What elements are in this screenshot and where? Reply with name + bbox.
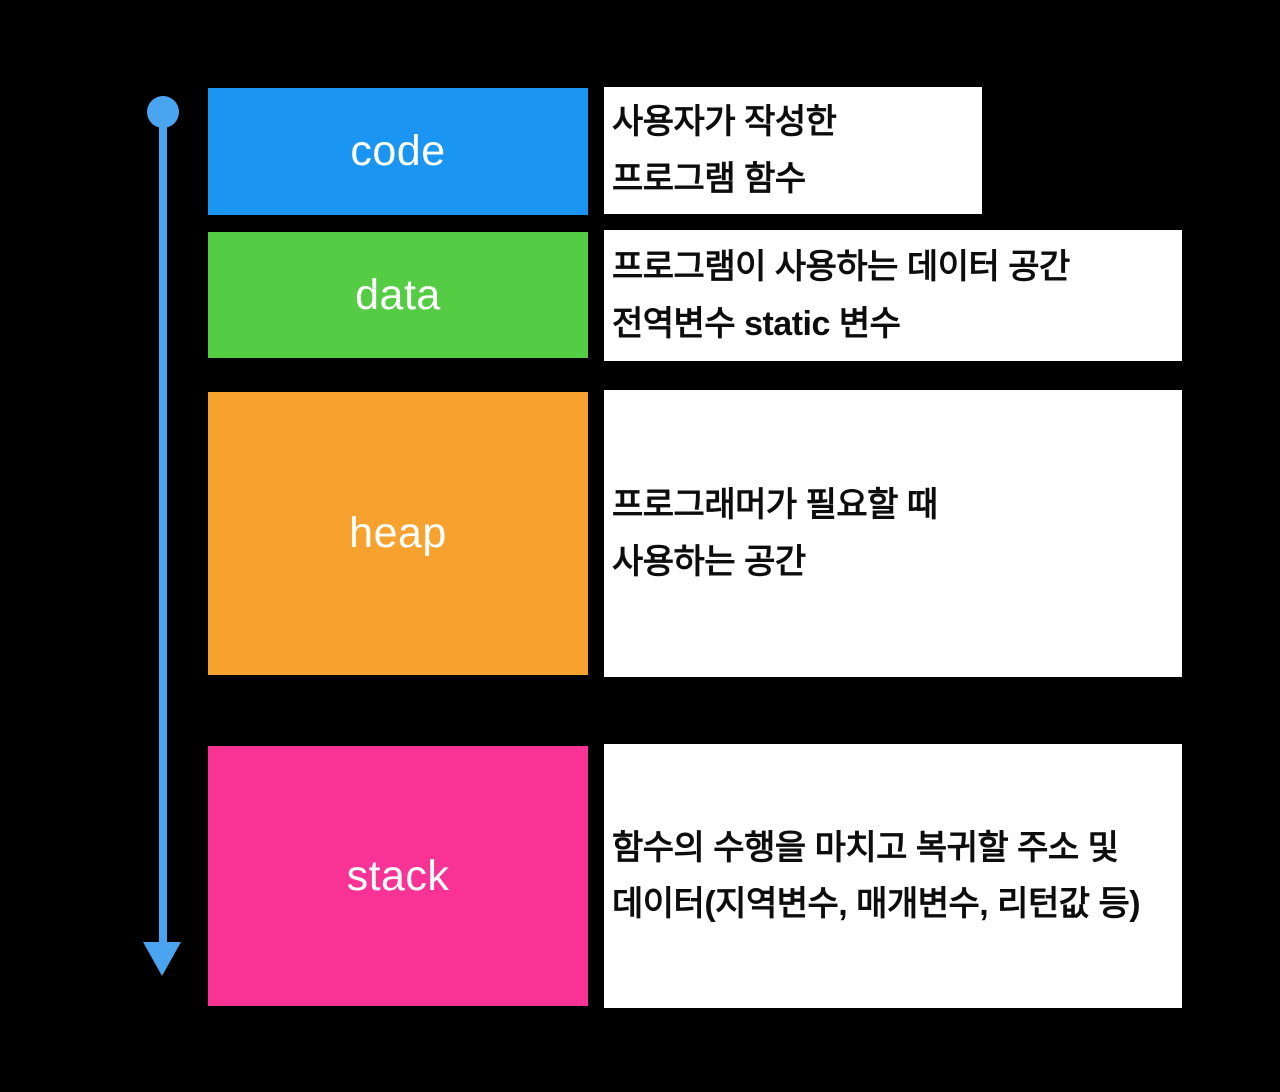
heap-description-line-1: 프로그래머가 필요할 때 xyxy=(612,486,938,525)
stack-segment-box: stack xyxy=(208,746,588,1006)
code-description-line-2: 프로그램 함수 xyxy=(612,159,806,198)
code-description-box: 사용자가 작성한 프로그램 함수 xyxy=(604,87,982,214)
heap-description-box: 프로그래머가 필요할 때 사용하는 공간 xyxy=(604,390,1182,677)
data-segment-label: data xyxy=(355,270,441,319)
code-description-line-1: 사용자가 작성한 xyxy=(612,103,837,142)
data-description-box: 프로그램이 사용하는 데이터 공간 전역변수 static 변수 xyxy=(604,230,1182,361)
stack-segment-label: stack xyxy=(346,851,450,900)
heap-segment-box: heap xyxy=(208,392,588,675)
heap-segment-label: heap xyxy=(349,509,447,557)
arrow-line xyxy=(159,112,167,946)
heap-description-line-2: 사용하는 공간 xyxy=(612,542,806,581)
code-segment-label: code xyxy=(350,127,446,175)
data-segment-box: data xyxy=(208,232,588,358)
data-description-line-2: 전역변수 static 변수 xyxy=(612,304,901,343)
code-segment-box: code xyxy=(208,88,588,215)
stack-description-line-1: 함수의 수행을 마치고 복귀할 주소 및 xyxy=(612,828,1119,867)
stack-description-line-2: 데이터(지역변수, 매개변수, 리턴값 등) xyxy=(612,885,1141,923)
data-description-line-1: 프로그램이 사용하는 데이터 공간 xyxy=(612,248,1070,287)
down-arrow-icon xyxy=(143,942,181,976)
stack-description-box: 함수의 수행을 마치고 복귀할 주소 및 데이터(지역변수, 매개변수, 리턴값… xyxy=(604,744,1182,1008)
